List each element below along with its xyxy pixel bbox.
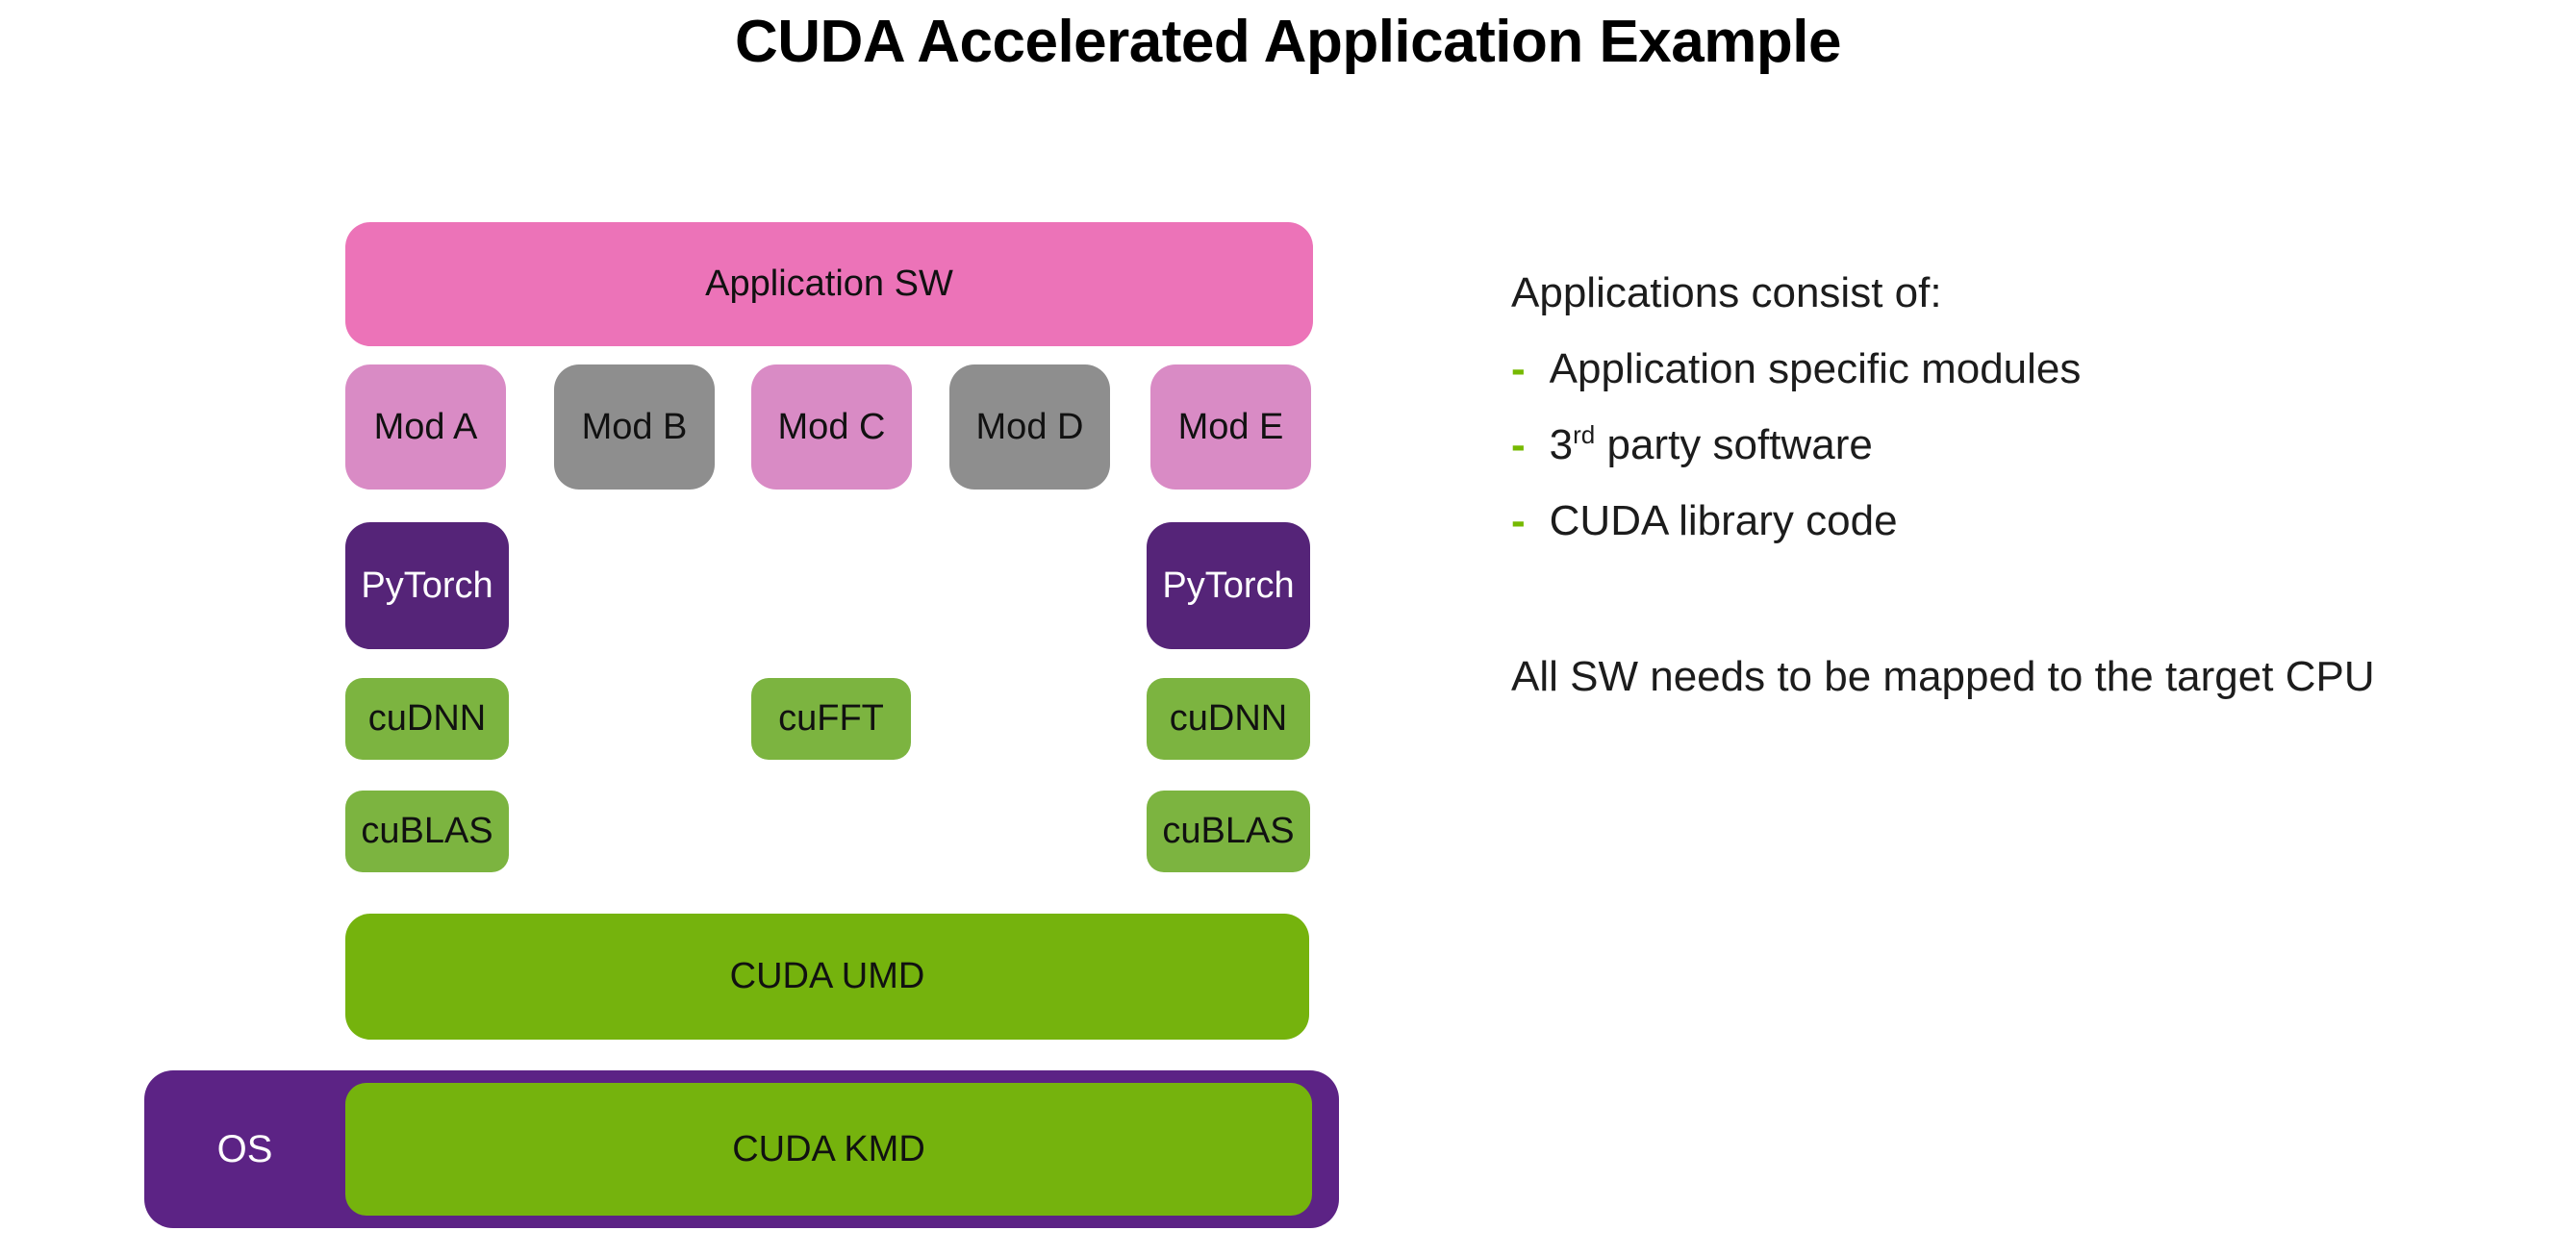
note-footer: All SW needs to be mapped to the target … [1511,653,2375,700]
bullet-text-base: 3 [1549,421,1574,468]
block-mod-b: Mod B [554,364,715,490]
block-mod-e: Mod E [1150,364,1311,490]
block-os-container: OS CUDA KMD [144,1070,1339,1228]
bullet-text-rest: party software [1595,421,1873,468]
bullet-text: 3rd party software [1549,420,1873,469]
notes-heading: Applications consist of: [1511,269,1942,316]
bullet-dash: - [1511,497,1526,544]
block-mod-a: Mod A [345,364,506,490]
block-cufft: cuFFT [751,678,911,760]
block-cublas-right: cuBLAS [1147,791,1310,872]
block-mod-c: Mod C [751,364,912,490]
bullet-text-superscript: rd [1573,420,1596,449]
bullet-dash: - [1511,421,1526,468]
bullet-item-2: - 3rd party software [1511,420,1873,469]
block-pytorch-left: PyTorch [345,522,509,649]
block-cudnn-left: cuDNN [345,678,509,760]
bullet-dash: - [1511,345,1526,392]
block-cuda-umd: CUDA UMD [345,914,1309,1040]
block-pytorch-right: PyTorch [1147,522,1310,649]
bullet-item-3: - CUDA library code [1511,497,1898,545]
slide-title: CUDA Accelerated Application Example [735,9,1841,75]
block-cudnn-right: cuDNN [1147,678,1310,760]
block-cuda-kmd: CUDA KMD [345,1083,1312,1216]
block-os-label: OS [216,1127,273,1170]
bullet-text: CUDA library code [1549,497,1898,544]
block-application-sw: Application SW [345,222,1313,346]
bullet-item-1: - Application specific modules [1511,345,2081,393]
bullet-text: Application specific modules [1549,345,2082,392]
block-cublas-left: cuBLAS [345,791,509,872]
block-mod-d: Mod D [949,364,1110,490]
